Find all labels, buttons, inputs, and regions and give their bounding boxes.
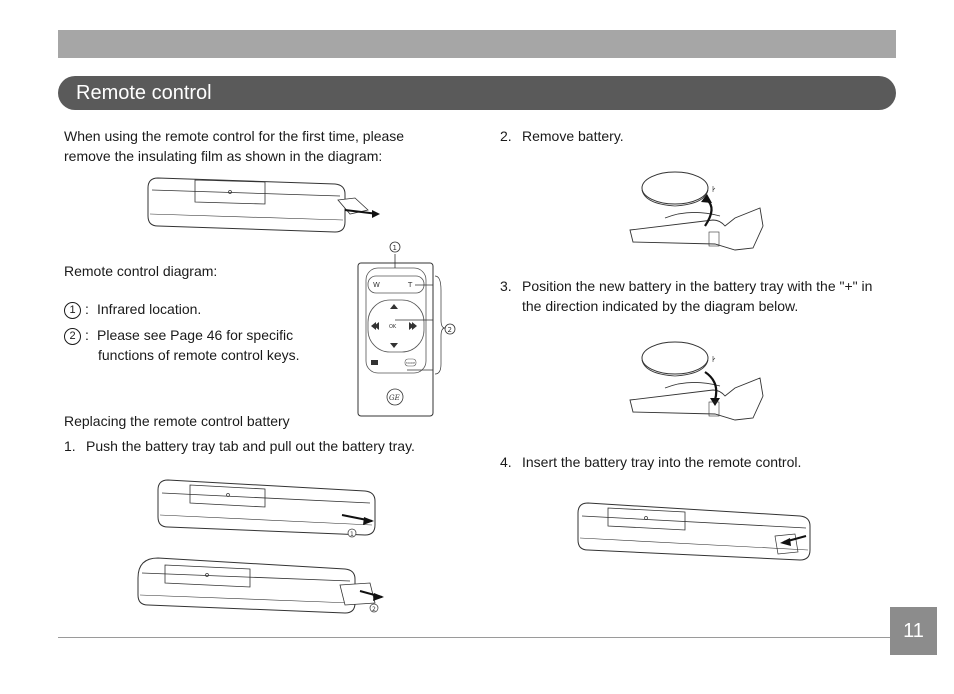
marker-1: 1 [64, 301, 81, 319]
legend-item-2: 2:Please see Page 46 for specific [64, 325, 293, 345]
intro-line-1: When using the remote control for the fi… [64, 128, 405, 144]
diagram-heading: Remote control diagram: [64, 263, 218, 279]
legend-item-2-text: Please see Page 46 for specific [97, 327, 294, 343]
marker-2: 2 [64, 327, 81, 345]
ge-logo: GE [389, 394, 400, 402]
intro-line-2: remove the insulating film as shown in t… [64, 148, 383, 164]
step-1: 1. Push the battery tray tab and pull out… [64, 436, 415, 456]
callout-2: 2 [448, 326, 452, 334]
remote-key-w: W [373, 281, 380, 289]
footer-rule [58, 637, 890, 638]
page-title: Remote control [58, 76, 896, 110]
remote-film-illustration [147, 177, 380, 233]
step-2-text: Remove battery. [522, 128, 624, 144]
replace-heading: Replacing the remote control battery [64, 413, 290, 429]
step-2-number: 2. [500, 128, 512, 144]
remote-key-ok: OK [389, 324, 397, 330]
step-3-line-1: Position the new battery in the battery … [522, 278, 873, 294]
callout-1: 1 [393, 244, 397, 252]
step-2: 2. Remove battery. [500, 126, 624, 146]
fig-label-1: 1 [350, 531, 354, 538]
battery-remove-illustration [629, 171, 764, 251]
step-4: 4. Insert the battery tray into the remot… [500, 452, 801, 472]
battery-insert-illustration [629, 341, 764, 421]
step-3: 3. Position the new battery in the batter… [500, 276, 872, 296]
remote-tray-push-illustration: 1 [157, 479, 376, 538]
legend-item-2-line-2: functions of remote control keys. [98, 347, 300, 363]
fig-label-2: 2 [372, 606, 376, 613]
remote-tray-pull-illustration: 2 [137, 557, 384, 614]
step-3-number: 3. [500, 278, 512, 294]
remote-tray-insert-illustration [577, 502, 811, 561]
step-1-text: Push the battery tray tab and pull out t… [86, 438, 415, 454]
remote-key-t: T [407, 281, 413, 289]
remote-key-mode: MODE [406, 361, 415, 365]
step-4-text: Insert the battery tray into the remote … [522, 454, 802, 470]
step-1-number: 1. [64, 438, 76, 454]
step-4-number: 4. [500, 454, 512, 470]
legend-item-1-text: Infrared location. [97, 301, 202, 317]
page-number: 11 [890, 607, 937, 655]
remote-control-diagram: W T OK MODE GE 1 2 [357, 241, 456, 417]
step-3-line-2: the direction indicated by the diagram b… [522, 298, 799, 314]
top-bar [58, 30, 896, 58]
legend-item-1: 1:Infrared location. [64, 299, 201, 319]
